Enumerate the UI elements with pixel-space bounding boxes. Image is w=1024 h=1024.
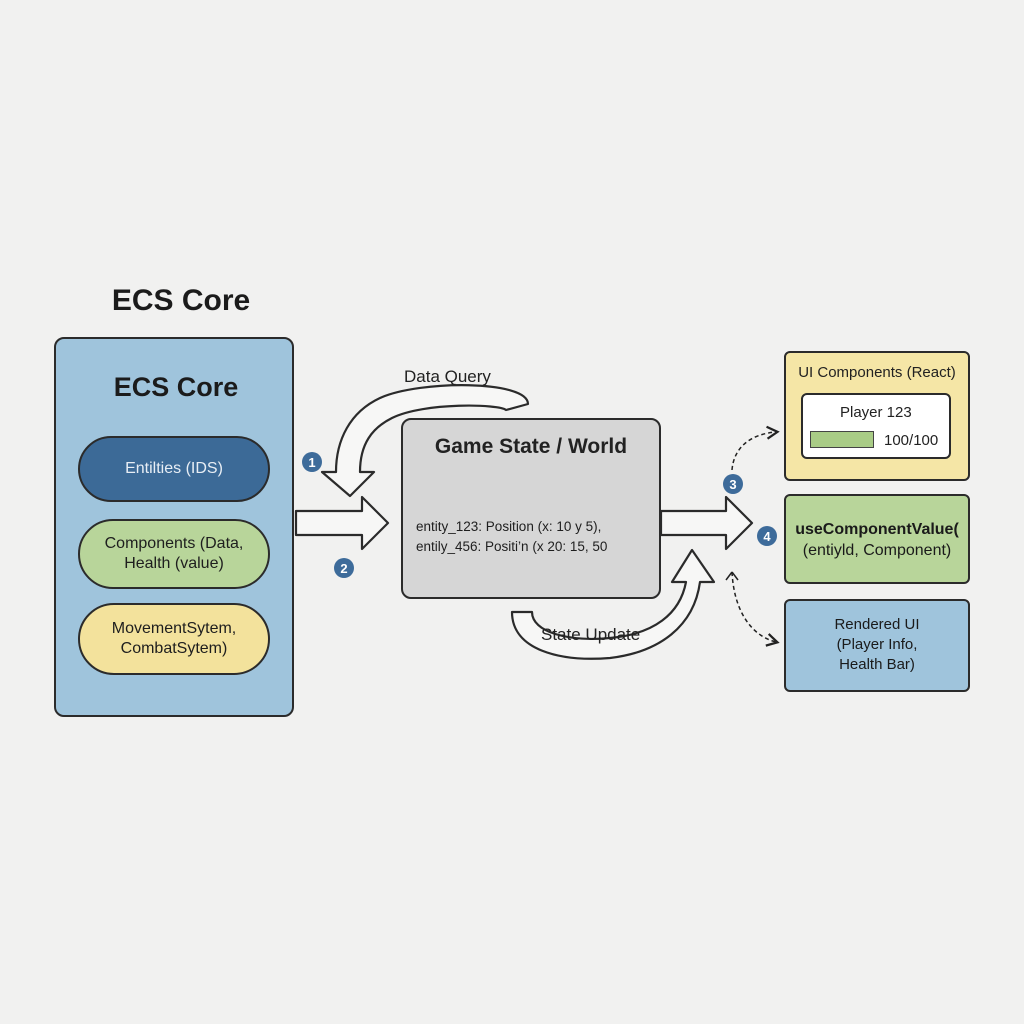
game-state-line: entity_123: Position (x: 10 y 5), — [416, 519, 602, 534]
rendered-ui-box — [784, 599, 970, 692]
step-badge-4: 4 — [757, 526, 777, 546]
systems-label: MovementSytem, CombatSytem) — [111, 620, 237, 657]
entities-label: Entilties (IDS) — [125, 460, 223, 477]
health-bar — [810, 431, 874, 448]
components-label: Components (Data, Health (value) — [104, 535, 244, 572]
state-update-label: State Update — [541, 625, 641, 644]
use-component-value-box — [784, 494, 970, 584]
ui-components-title: UI Components (React) — [798, 364, 956, 381]
hook-to-render-dashed — [731, 571, 780, 647]
state-to-hook-arrow — [659, 495, 754, 551]
components-node: Components (Data, Health (value) — [78, 519, 270, 589]
step-badge-2: 2 — [334, 558, 354, 578]
game-state-title: Game State / World — [434, 435, 628, 458]
use-component-value-label: useComponentValue( (entiyld, Component) — [795, 521, 959, 559]
game-state-line: entily_456: Positi’n (x 20: 15, 50 — [416, 539, 608, 554]
hook-to-ui-dashed — [731, 425, 780, 471]
rendered-ui-label: Rendered UI (Player Info, Health Bar) — [834, 616, 920, 673]
player-name: Player 123 — [840, 404, 912, 421]
diagram-title: ECS Core — [111, 284, 251, 317]
entities-node: Entilties (IDS) — [78, 436, 270, 502]
ecs-core-panel-title: ECS Core — [113, 372, 239, 402]
game-state-box — [401, 418, 661, 599]
health-value: 100/100 — [884, 432, 939, 449]
data-query-label: Data Query — [404, 367, 491, 386]
systems-node: MovementSytem, CombatSytem) — [78, 603, 270, 675]
step-badge-1: 1 — [302, 452, 322, 472]
state-update-arrow — [510, 548, 716, 660]
step-badge-3: 3 — [723, 474, 743, 494]
player-card — [801, 393, 951, 459]
data-query-arrow — [320, 384, 530, 498]
core-to-state-arrow — [294, 495, 390, 551]
